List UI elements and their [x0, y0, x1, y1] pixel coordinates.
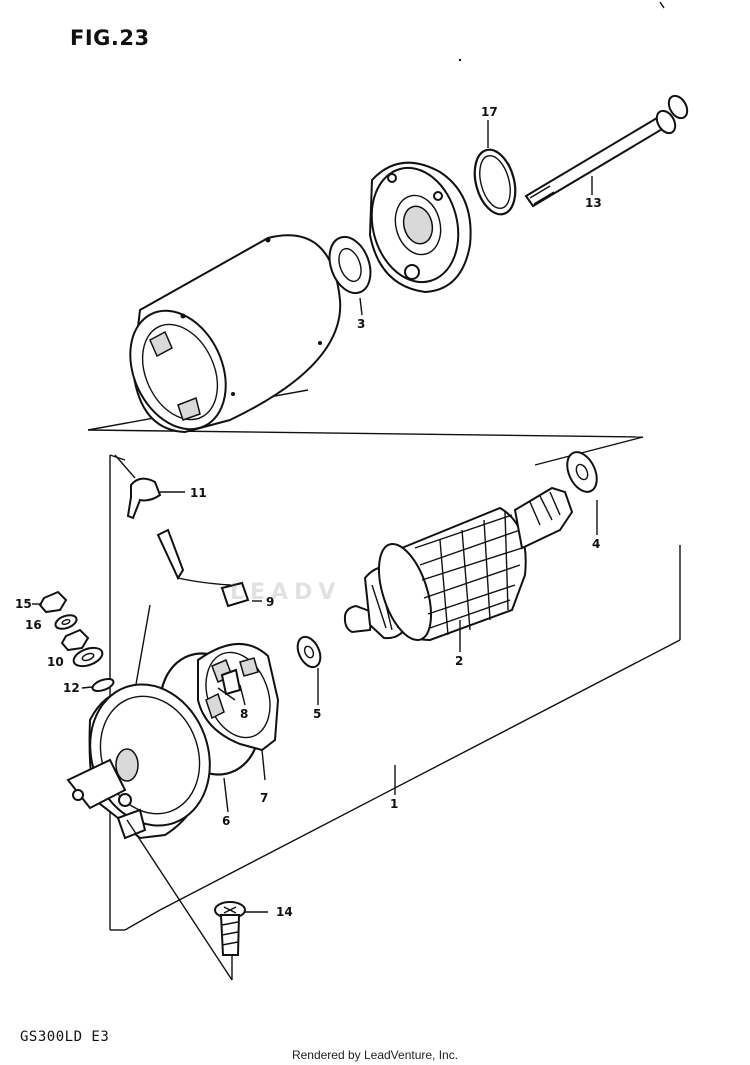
- callout-17: 17: [481, 105, 498, 119]
- part-11-bracket: [114, 454, 185, 520]
- callout-8: 8: [240, 707, 249, 721]
- callout-7: 7: [260, 791, 269, 805]
- callout-5: 5: [313, 707, 322, 721]
- callout-2: 2: [455, 654, 464, 668]
- speck: [458, 58, 462, 62]
- part-3-bearing: [328, 235, 372, 316]
- part-12-washer: [81, 677, 115, 693]
- part-2-armature: [343, 486, 574, 652]
- callout-11: 11: [190, 486, 207, 500]
- callout-9: 9: [266, 595, 275, 609]
- callout-13: 13: [585, 196, 602, 210]
- callout-1: 1: [390, 797, 399, 811]
- callout-16: 16: [25, 618, 42, 632]
- callout-3: 3: [357, 317, 366, 331]
- callout-leaders: [217, 687, 236, 701]
- part-9-brush-lead: [156, 528, 262, 608]
- callout-10: 10: [47, 655, 64, 669]
- yoke-housing: [129, 234, 342, 434]
- callout-6: 6: [222, 814, 231, 828]
- callout-4: 4: [592, 537, 601, 551]
- part-7-8-brush-holder: [197, 643, 280, 781]
- part-4-washer: [566, 451, 598, 535]
- callout-15: 15: [15, 597, 32, 611]
- callout-14: 14: [276, 905, 293, 919]
- corner-mark: [659, 1, 665, 9]
- part-5-washer: [296, 635, 322, 705]
- rear-end-cover: [368, 161, 472, 294]
- figure-title: FIG.23: [70, 26, 150, 50]
- model-code: GS300LD E3: [20, 1029, 110, 1045]
- part-16-washer: [54, 614, 78, 630]
- callout-12: 12: [63, 681, 80, 695]
- rendered-by-credit: Rendered by LeadVenture, Inc.: [291, 1048, 459, 1062]
- part-17-o-ring: [473, 120, 517, 216]
- part-14-screw: [214, 901, 268, 956]
- part-10-nut: [60, 628, 104, 668]
- watermark: LEADV: [230, 580, 342, 605]
- front-end-cover: [66, 683, 233, 981]
- part-13-through-bolt: [524, 94, 689, 208]
- part-15-nut: [32, 590, 68, 614]
